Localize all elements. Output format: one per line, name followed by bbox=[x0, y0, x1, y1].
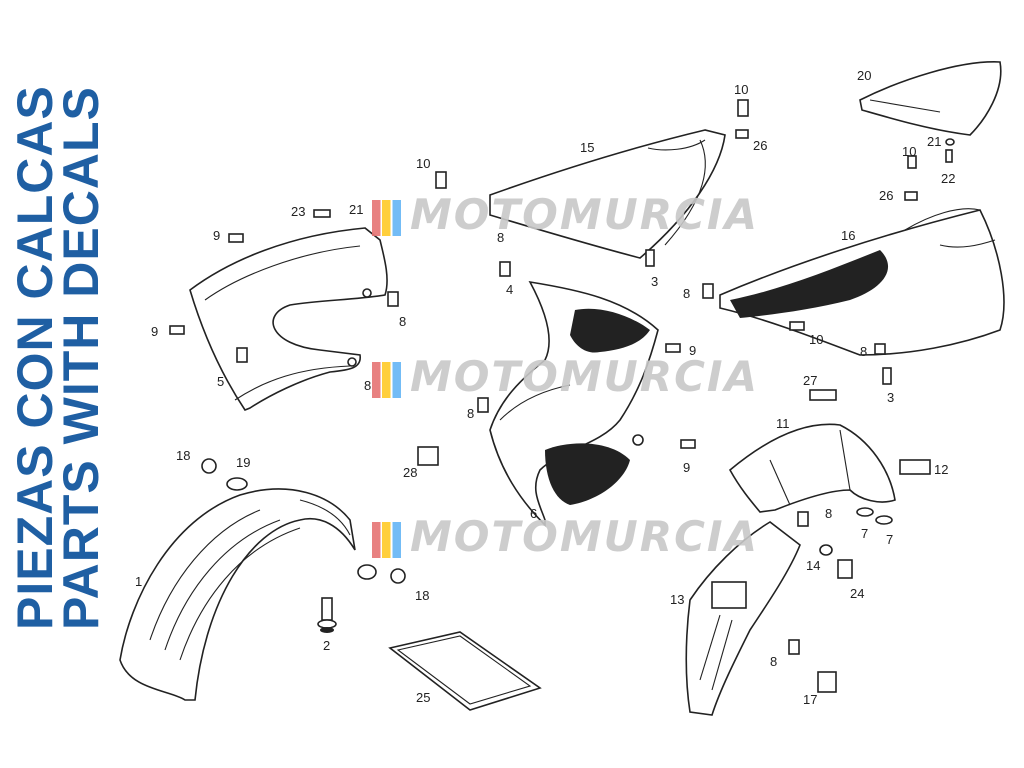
watermark-text: MOTOMURCIA bbox=[410, 512, 760, 561]
callout-8e: 8 bbox=[683, 286, 690, 301]
part-tail-piece bbox=[859, 61, 1002, 136]
part-left-side-panel bbox=[189, 227, 388, 411]
callout-25: 25 bbox=[416, 690, 430, 705]
part-tank-cover bbox=[489, 129, 726, 259]
callout-8a: 8 bbox=[497, 230, 504, 245]
part-decal-sheet bbox=[388, 631, 542, 711]
callout-8g: 8 bbox=[825, 506, 832, 521]
callout-19: 19 bbox=[236, 455, 250, 470]
part-front-number-plate bbox=[489, 280, 659, 527]
watermark-logo-icon bbox=[372, 361, 406, 398]
callout-8d: 8 bbox=[467, 406, 474, 421]
callout-3a: 3 bbox=[651, 274, 658, 289]
callout-18b: 18 bbox=[415, 588, 429, 603]
callout-24: 24 bbox=[850, 586, 864, 601]
callout-22: 22 bbox=[941, 171, 955, 186]
watermark-bottom: MOTOMURCIA bbox=[372, 512, 759, 561]
callout-12: 12 bbox=[934, 462, 948, 477]
callout-27: 27 bbox=[803, 373, 817, 388]
callout-26b: 26 bbox=[879, 188, 893, 203]
watermark-top: MOTOMURCIA bbox=[372, 190, 759, 239]
callout-17: 17 bbox=[803, 692, 817, 707]
callout-8c: 8 bbox=[364, 378, 371, 393]
part-small-hardware bbox=[169, 99, 955, 693]
callout-28: 28 bbox=[403, 465, 417, 480]
callout-21a: 21 bbox=[349, 202, 363, 217]
title-english: PARTS WITH DECALS bbox=[53, 86, 109, 630]
callout-14: 14 bbox=[806, 558, 820, 573]
callout-8f: 8 bbox=[860, 344, 867, 359]
callout-8h: 8 bbox=[770, 654, 777, 669]
callout-7a: 7 bbox=[861, 526, 868, 541]
part-rear-mudguard bbox=[685, 521, 801, 716]
callout-9a: 9 bbox=[213, 228, 220, 243]
part-front-fender bbox=[119, 488, 356, 701]
callout-10c: 10 bbox=[902, 144, 916, 159]
callout-20: 20 bbox=[857, 68, 871, 83]
part-rear-bracket bbox=[728, 423, 896, 513]
callout-10d: 10 bbox=[809, 332, 823, 347]
watermark-text: MOTOMURCIA bbox=[410, 190, 760, 239]
watermark-text: MOTOMURCIA bbox=[410, 352, 760, 401]
watermark-middle: MOTOMURCIA bbox=[372, 352, 759, 401]
callout-15: 15 bbox=[580, 140, 594, 155]
callout-18a: 18 bbox=[176, 448, 190, 463]
callout-5: 5 bbox=[217, 374, 224, 389]
callout-6: 6 bbox=[530, 506, 537, 521]
callout-labels: 1 2 3 3 4 5 6 7 7 8 8 8 8 8 8 8 8 9 9 9 … bbox=[135, 68, 955, 707]
watermark-logo-icon bbox=[372, 199, 406, 236]
callout-23: 23 bbox=[291, 204, 305, 219]
callout-11: 11 bbox=[776, 416, 790, 431]
watermark-logo-icon bbox=[372, 521, 406, 558]
callout-26a: 26 bbox=[753, 138, 767, 153]
callout-9c: 9 bbox=[689, 343, 696, 358]
part-right-side-panel bbox=[719, 208, 1005, 356]
callout-7b: 7 bbox=[886, 532, 893, 547]
part-screw-2 bbox=[317, 597, 337, 633]
callout-9d: 9 bbox=[683, 460, 690, 475]
callout-10b: 10 bbox=[416, 156, 430, 171]
callout-10a: 10 bbox=[734, 82, 748, 97]
callout-8b: 8 bbox=[399, 314, 406, 329]
callout-2: 2 bbox=[323, 638, 330, 653]
callout-1: 1 bbox=[135, 574, 142, 589]
callout-3b: 3 bbox=[887, 390, 894, 405]
callout-21b: 21 bbox=[927, 134, 941, 149]
callout-4: 4 bbox=[506, 282, 513, 297]
callout-16: 16 bbox=[841, 228, 855, 243]
callout-13: 13 bbox=[670, 592, 684, 607]
callout-9b: 9 bbox=[151, 324, 158, 339]
